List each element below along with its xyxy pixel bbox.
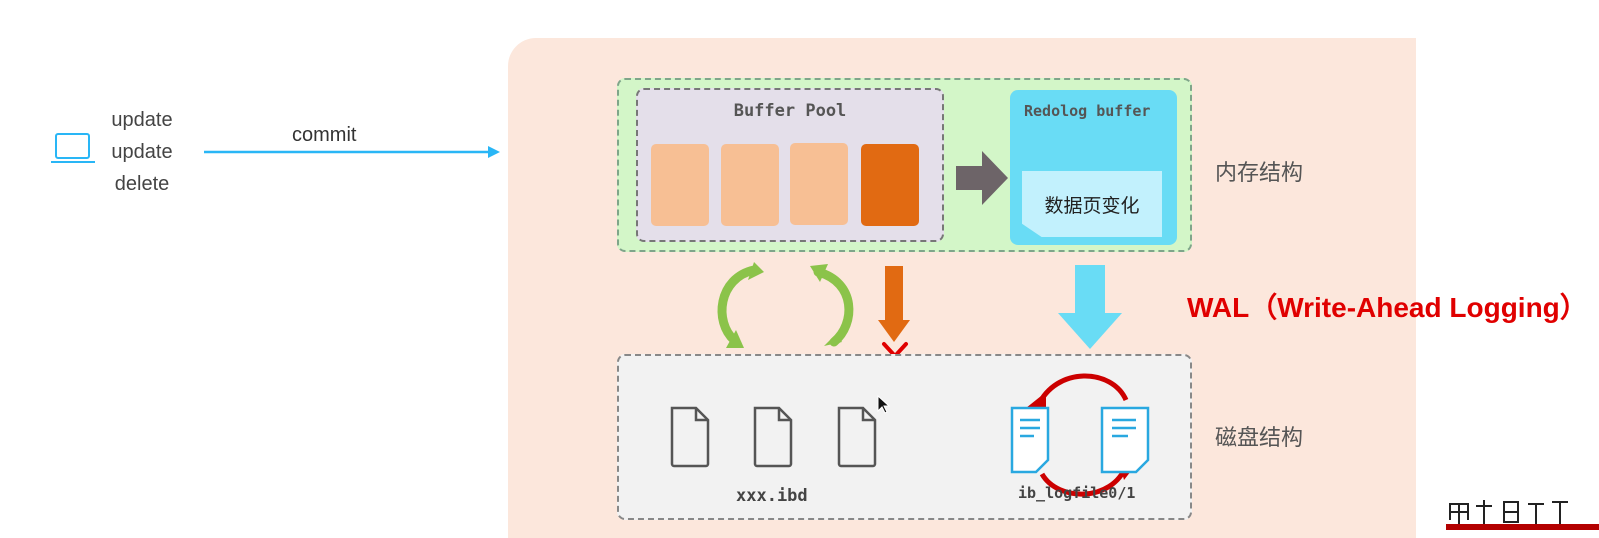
disk-structure-label: 磁盘结构: [1215, 425, 1304, 450]
laptop-icon: [51, 133, 95, 163]
file-icon: [670, 406, 710, 468]
clean-page: [721, 144, 779, 226]
write-log-arrow: [1058, 265, 1122, 349]
watermark-logo: [1446, 496, 1599, 530]
document-icon: [1010, 406, 1050, 474]
client-operations: update update delete: [105, 104, 179, 200]
file-icon: [837, 406, 877, 468]
log-cycle: [1010, 373, 1150, 497]
client-operation: delete: [114, 173, 170, 195]
clean-page: [651, 144, 709, 226]
mouse-cursor-icon: [877, 395, 891, 414]
clean-page: [790, 143, 848, 225]
data-file-label: xxx.ibd: [736, 486, 808, 506]
client-operation: update: [111, 109, 173, 131]
page-change-card: [1022, 171, 1162, 237]
wal-label: WAL（Write-Ahead Logging）: [1187, 292, 1588, 323]
memory-structure-label: 内存结构: [1215, 160, 1304, 185]
write-page-arrow: [878, 266, 910, 342]
document-icon: [1100, 406, 1150, 474]
file-icon: [753, 406, 793, 468]
client-operation: update: [111, 141, 173, 163]
buffer-pool-title: Buffer Pool: [733, 101, 847, 121]
commit-label: commit: [292, 124, 357, 146]
page-change-label: 数据页变化: [1044, 196, 1140, 217]
refresh-arrows: [717, 262, 854, 348]
redolog-buffer-title: Redolog buffer: [1024, 102, 1151, 120]
dirty-page: [861, 144, 919, 226]
log-file-label: ib_logfile0/1: [1018, 484, 1136, 502]
flush-to-redolog-arrow: [956, 151, 1008, 205]
commit-arrow: [204, 146, 500, 158]
